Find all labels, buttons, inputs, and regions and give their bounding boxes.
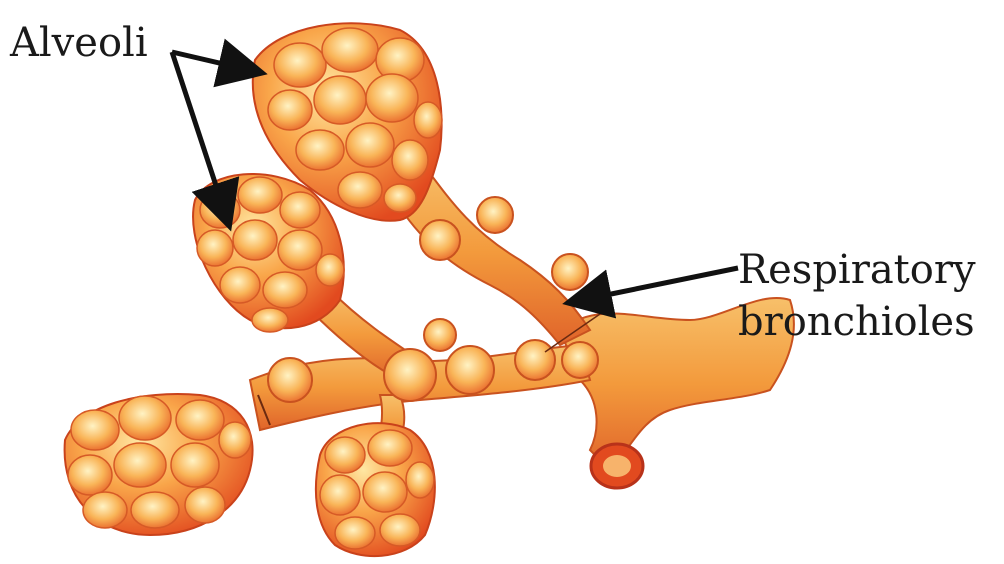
alveolar-sac-bottom-left <box>65 394 253 535</box>
alveoli-label: Alveoli <box>10 20 148 66</box>
alveoli-arrow-upper <box>172 52 258 72</box>
bronchiole-lumen <box>603 455 631 477</box>
bronchiole-arrow <box>572 268 738 302</box>
alveolar-sac-bottom-middle <box>316 423 435 556</box>
respiratory-label-line1: Respiratory <box>738 244 976 296</box>
respiratory-bronchioles-label: Respiratory bronchioles <box>738 244 976 348</box>
alveolar-sac-middle <box>193 174 344 332</box>
respiratory-label-line2: bronchioles <box>738 296 976 348</box>
